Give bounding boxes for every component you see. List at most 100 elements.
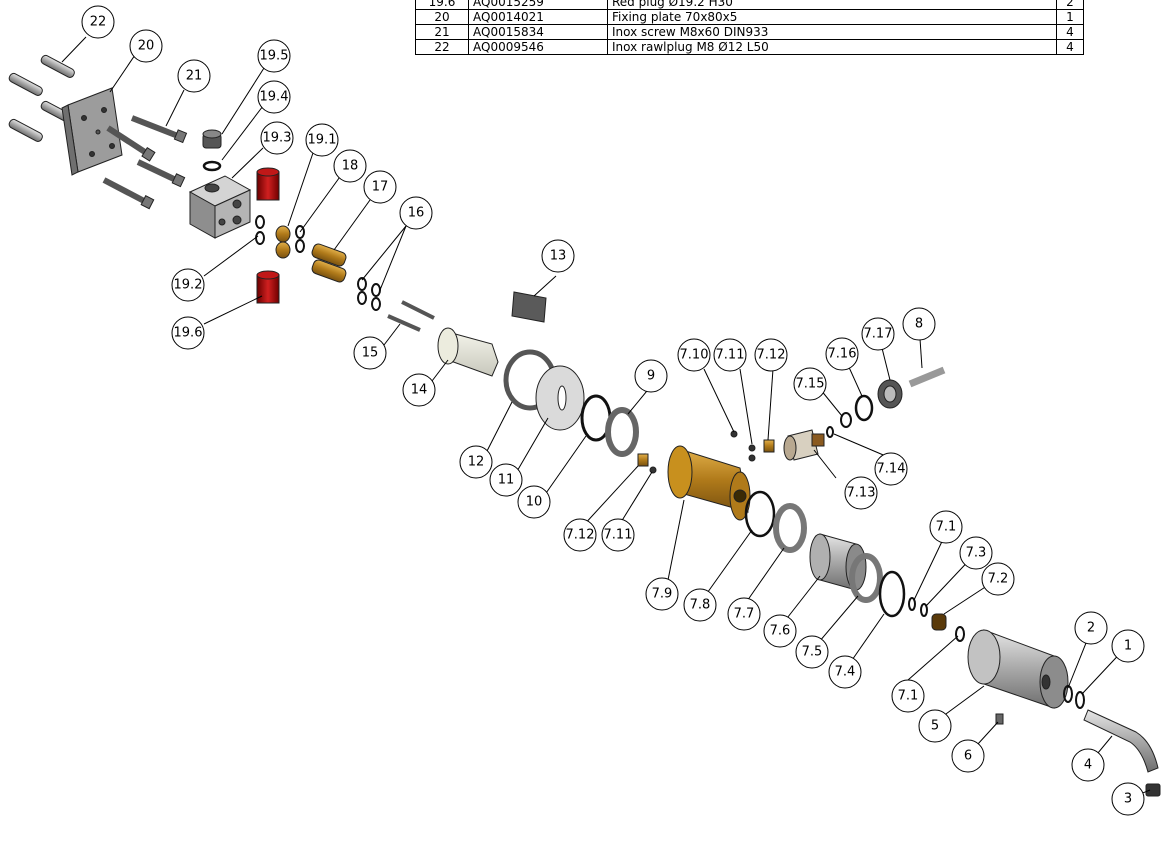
outer-cover-part: [967, 629, 1069, 709]
callout-bubble: 21: [177, 59, 211, 93]
callout-label: 19.6: [174, 326, 203, 341]
callout-label: 7.9: [652, 587, 673, 602]
callout-circle: [634, 359, 668, 393]
cartridge-small-parts: [730, 430, 775, 462]
callout-circle: [601, 518, 635, 552]
callout-circle: [399, 196, 433, 230]
bom-item-number: 22: [415, 39, 469, 55]
bom-item-number: 20: [415, 9, 469, 25]
o-ring-set-part: [255, 215, 305, 259]
callout-label: 7.10: [680, 348, 709, 363]
callout-label: 7.7: [734, 607, 755, 622]
callout-label: 7.6: [770, 624, 791, 639]
callout-circle: [1074, 611, 1108, 645]
bom-description: Inox rawlplug M8 Ø12 L50: [607, 39, 1057, 55]
bill-of-materials-table: 19.6 AQ0015259 Red plug Ø19.2 H30 2 20 A…: [415, 0, 1084, 55]
callout-circle: [353, 336, 387, 370]
callout-circle: [874, 452, 908, 486]
callout-bubble: 14: [402, 373, 436, 407]
callout-circle: [683, 588, 717, 622]
bom-description: Inox screw M8x60 DIN933: [607, 24, 1057, 40]
o-ring-part: [840, 412, 852, 428]
callout-label: 10: [526, 495, 543, 510]
callout-circle: [727, 597, 761, 631]
callout-circle: [918, 709, 952, 743]
callout-circle: [891, 679, 925, 713]
callout-label: 1: [1124, 639, 1132, 654]
callout-bubble: 7.1: [929, 510, 963, 544]
o-ring-part: [854, 394, 874, 422]
callout-circle: [257, 80, 291, 114]
callout-bubble: 7.12: [563, 518, 597, 552]
callout-bubble: 7.10: [677, 338, 711, 372]
callout-label: 7.12: [757, 348, 786, 363]
callout-label: 19.1: [308, 133, 337, 148]
callout-bubble: 7.2: [981, 562, 1015, 596]
callout-bubble: 7.17: [861, 317, 895, 351]
callout-bubble: 7.7: [727, 597, 761, 631]
o-ring-part: [357, 277, 381, 311]
callout-circle: [951, 739, 985, 773]
callout-circle: [81, 5, 115, 39]
callout-circle: [489, 463, 523, 497]
callout-label: 11: [498, 473, 515, 488]
callout-circle: [929, 510, 963, 544]
callout-circle: [981, 562, 1015, 596]
callout-bubble: 20: [129, 29, 163, 63]
callout-circle: [763, 614, 797, 648]
pin-part: [908, 366, 946, 388]
callout-circle: [828, 655, 862, 689]
callout-circle: [459, 445, 493, 479]
table-row: 20 AQ0014021 Fixing plate 70x80x5 1: [415, 9, 1084, 25]
callout-bubble: 18: [333, 149, 367, 183]
small-seal-set-part: [908, 597, 965, 642]
callout-label: 5: [931, 719, 939, 734]
callout-bubble: 7.8: [683, 588, 717, 622]
callout-circle: [1071, 748, 1105, 782]
fixing-plate-part: [61, 87, 123, 176]
callout-bubble: 7.11: [713, 338, 747, 372]
callout-label: 8: [915, 317, 923, 332]
callout-bubble: 7.14: [874, 452, 908, 486]
callout-circle: [305, 123, 339, 157]
o-ring-part: [826, 426, 834, 438]
callout-label: 7.1: [936, 520, 957, 535]
callout-circle: [1111, 782, 1145, 816]
spout-part: [1083, 709, 1159, 773]
cone-cover-part: [437, 327, 499, 377]
callout-label: 7.8: [690, 598, 711, 613]
callout-circle: [541, 239, 575, 273]
screw-part: [102, 115, 188, 210]
grub-screw-part: [995, 713, 1004, 725]
bom-part-code: AQ0014021: [468, 9, 608, 25]
cover-plate-part: [511, 291, 547, 323]
callout-circle: [363, 170, 397, 204]
callout-label: 18: [342, 159, 359, 174]
callout-label: 7.3: [966, 546, 987, 561]
callout-circle: [260, 121, 294, 155]
valve-body-block-part: [188, 175, 252, 239]
callout-label: 14: [411, 383, 428, 398]
callout-circle: [713, 338, 747, 372]
callout-circle: [902, 307, 936, 341]
callout-circle: [861, 317, 895, 351]
lock-nut-part: [877, 379, 903, 409]
callout-label: 9: [647, 369, 655, 384]
callout-circle: [795, 635, 829, 669]
callout-circle: [563, 518, 597, 552]
callout-label: 19.4: [260, 90, 289, 105]
callout-label: 15: [362, 346, 379, 361]
callout-bubble: 15: [353, 336, 387, 370]
callout-label: 7.13: [847, 486, 876, 501]
bom-quantity: 4: [1056, 39, 1084, 55]
gasket-disc-part: [535, 365, 585, 431]
red-plug-part: [256, 167, 280, 304]
o-ring-part: [878, 570, 906, 618]
callout-circle: [129, 29, 163, 63]
callout-circle: [1111, 629, 1145, 663]
callout-circle: [177, 59, 211, 93]
callout-label: 4: [1084, 758, 1092, 773]
fitting-part: [202, 129, 222, 172]
